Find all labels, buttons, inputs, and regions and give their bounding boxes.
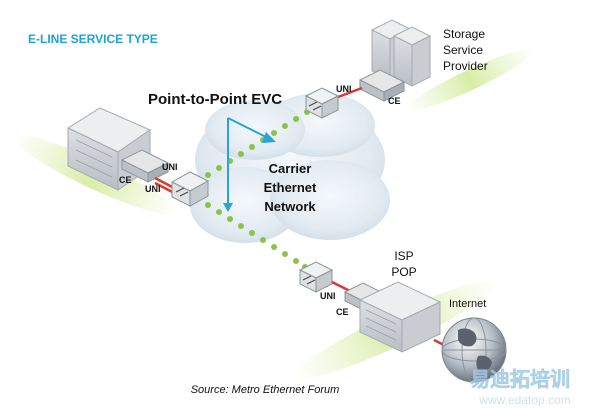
top-ce-router-icon	[358, 69, 406, 102]
source-caption: Source: Metro Ethernet Forum	[191, 384, 340, 396]
left-ce-label: CE	[119, 175, 132, 185]
watermark: 易迪拓培训 www.edatop.com	[470, 367, 571, 407]
left-office-building-icon	[66, 107, 152, 191]
evc-arrow	[223, 117, 276, 212]
storage-servers-icon	[370, 19, 432, 87]
isp-label-line-2: POP	[391, 265, 416, 279]
isp-building-icon	[358, 281, 442, 353]
evc-label: Point-to-Point EVC	[148, 91, 282, 108]
bottom-switch-icon	[298, 261, 334, 293]
storage-label-line-1: Storage	[443, 27, 485, 41]
cloud-label-line-1: Carrier	[269, 161, 312, 176]
top-switch-icon	[304, 87, 340, 119]
left-uni-label-upper: UNI	[162, 162, 178, 172]
carrier-ethernet-cloud	[190, 93, 390, 243]
cloud-label-line-3: Network	[264, 199, 316, 214]
watermark-cn: 易迪拓培训	[470, 367, 570, 391]
diagram-title: E-LINE SERVICE TYPE	[28, 32, 158, 46]
left-uni-label-lower: UNI	[145, 184, 161, 194]
cloud-label-line-2: Ethernet	[264, 180, 317, 195]
bottom-uni-label: UNI	[320, 291, 336, 301]
top-ce-label: CE	[388, 96, 401, 106]
isp-label-line-1: ISP	[394, 249, 413, 263]
storage-label-line-3: Provider	[443, 59, 488, 73]
top-uni-label: UNI	[336, 84, 352, 94]
internet-label: Internet	[449, 298, 486, 310]
evc-link-lower	[205, 202, 308, 270]
storage-label-line-2: Service	[443, 43, 483, 57]
internet-globe-icon	[441, 317, 507, 383]
bottom-ce-label: CE	[336, 307, 349, 317]
watermark-url: www.edatop.com	[478, 393, 570, 407]
left-ce-router-icon	[120, 149, 170, 183]
evc-link-upper	[205, 109, 310, 178]
left-switch-icon	[170, 171, 210, 207]
